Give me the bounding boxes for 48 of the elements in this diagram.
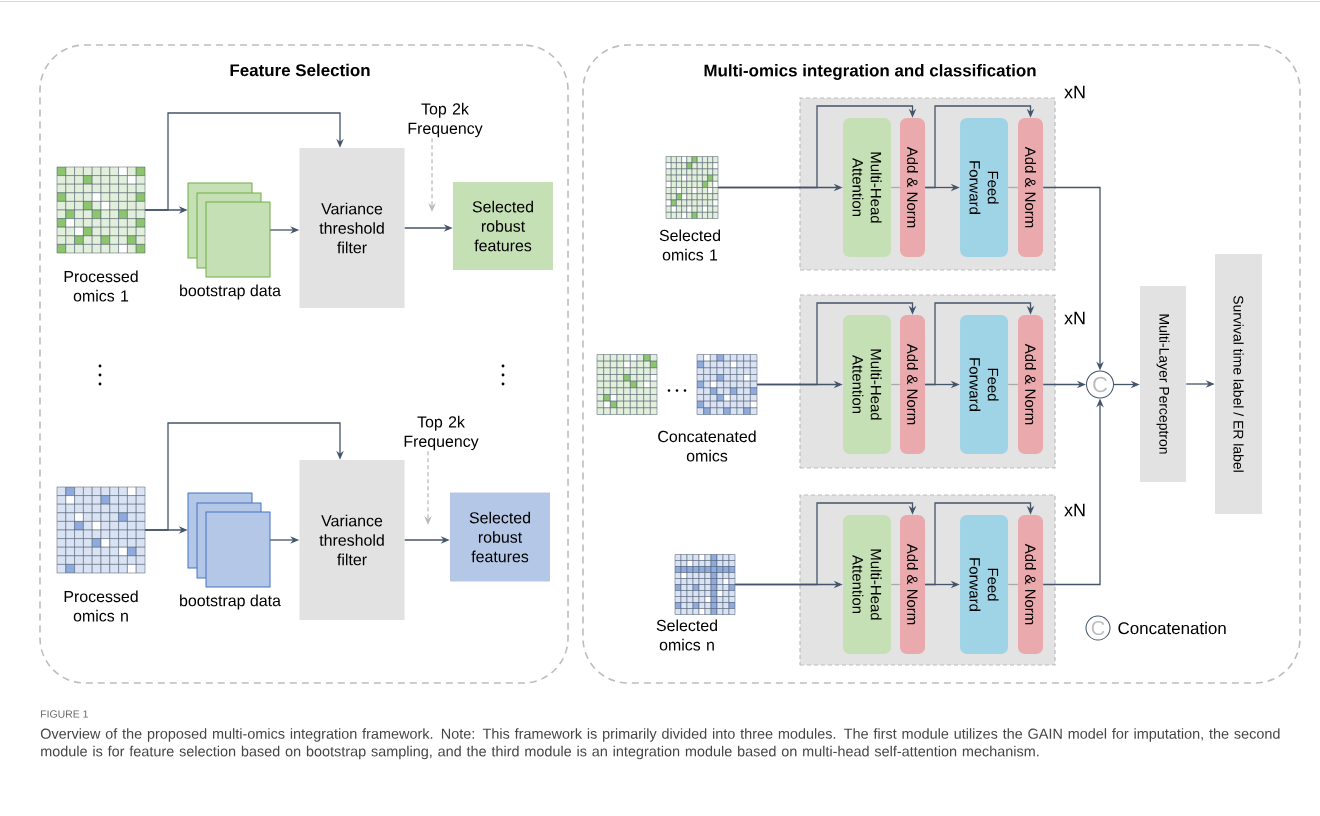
process-box: Variance threshold filter <box>299 460 405 620</box>
layer-box: Add & Norm <box>900 315 925 454</box>
matrix-label: Processed omics 1 <box>64 270 138 302</box>
arrow <box>734 502 917 586</box>
arrow <box>144 112 344 211</box>
process-box: Selected robust features <box>450 492 550 582</box>
layer-box: Add & Norm <box>900 515 925 654</box>
annotation-text: Top 2k Frequency <box>408 102 483 138</box>
matrix-label: Selected omics n <box>656 619 717 651</box>
layer-box: Add & Norm <box>1018 315 1043 454</box>
connector-line <box>1007 186 1019 189</box>
repeat-label: xN <box>1064 311 1085 325</box>
connector-line <box>890 186 901 189</box>
layer-box: Add & Norm <box>1018 118 1043 257</box>
legend-label: Concatenation <box>1118 621 1226 635</box>
stack-label: bootstrap data <box>180 594 281 610</box>
process-box: Selected robust features <box>453 182 553 270</box>
annotation-text: Top 2k Frequency <box>404 415 479 451</box>
layer-box: Multi-Head Attention <box>843 118 891 257</box>
figure-label: FIGURE 1 <box>41 710 88 718</box>
matrix-label: Selected omics 1 <box>659 229 720 261</box>
panel-title: Multi-omics integration and classification <box>704 64 1036 80</box>
layer-box: Multi-Head Attention <box>843 315 891 454</box>
arrow <box>924 502 1035 586</box>
arrow <box>756 302 917 386</box>
connector-line <box>890 383 901 386</box>
layer-box: Feed Forward <box>960 315 1008 454</box>
arrow <box>717 105 917 189</box>
arrow <box>924 105 1035 189</box>
layer-box: Add & Norm <box>900 118 925 257</box>
matrix-label: Concatenated omics <box>658 430 756 462</box>
repeat-label: xN <box>1064 85 1085 99</box>
process-box: Variance threshold filter <box>299 148 405 308</box>
caption: Overview of the proposed multi-omics integration framework. Note: This framework is primarily divided into three modules. The first module utilizes the GAIN model for imputation, the second module is for feature selection based on bootstrap sampling, and the third module is an integration module based on multi-head self-attention mechanism. <box>40 728 1280 760</box>
arrow <box>924 302 1035 386</box>
layer-box: Feed Forward <box>960 515 1008 654</box>
repeat-label: xN <box>1064 503 1085 517</box>
matrix-label: Processed omics n <box>64 590 138 622</box>
layer-box: Feed Forward <box>960 118 1008 257</box>
layer-box: Survival time label / ER label <box>1215 254 1262 514</box>
layer-box: Multi-Head Attention <box>843 515 891 654</box>
panel-title: Feature Selection <box>230 63 370 77</box>
stack-label: bootstrap data <box>180 284 281 300</box>
connector-line <box>890 583 901 586</box>
connector-line <box>1007 583 1019 586</box>
connector-line <box>1007 383 1019 386</box>
layer-box: Multi-Layer Perceptron <box>1140 286 1186 482</box>
layer-box: Add & Norm <box>1018 515 1043 654</box>
